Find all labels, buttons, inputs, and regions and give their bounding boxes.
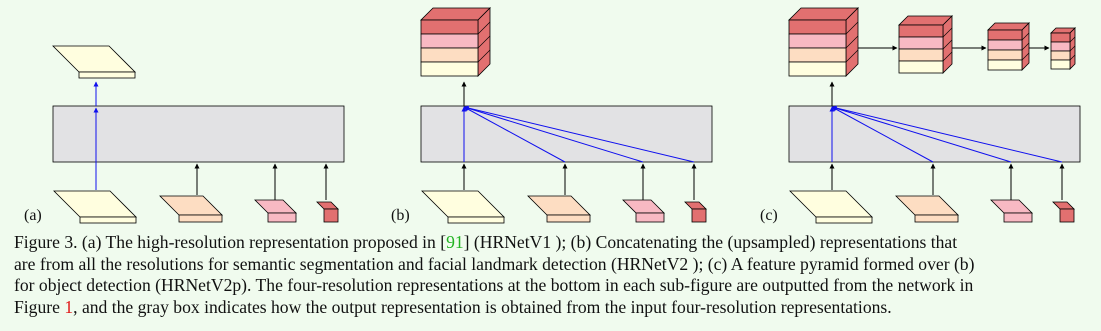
pyramid-level-4-layer-3: [1050, 50, 1071, 61]
gray-box-b: [420, 105, 713, 163]
pyramid-level-3-layer-2: [987, 39, 1023, 51]
caption-text-4a: Figure: [14, 296, 65, 317]
diagram-canvas: [52, 7, 1081, 224]
pyramid-level-4-layer-2: [1050, 41, 1071, 52]
hrnet-figure: (a) (b) (c): [24, 7, 1081, 224]
gray-box-a: [52, 105, 345, 163]
output-a-top: [52, 45, 136, 73]
pyramid-level-4-layer-4: [1050, 59, 1071, 70]
pyramid-level-2-layer-1: [898, 24, 944, 38]
citation-link-91[interactable]: 91: [446, 232, 464, 252]
input-lowest-res-top: [1052, 201, 1075, 210]
panel-c: [788, 7, 1081, 224]
input-mid-res-top: [159, 195, 223, 216]
pyramid-level-2-layer-3: [898, 48, 944, 62]
figure-caption: Figure 3. (a) The high-resolution repres…: [14, 232, 1088, 318]
pyramid-level-1-layer-1: [788, 19, 847, 35]
pyramid-level-3-layer-1: [987, 29, 1023, 41]
input-low-res-front: [635, 212, 665, 223]
input-mid-res-front: [178, 214, 223, 223]
pyramid-level-2-layer-2: [898, 36, 944, 50]
pyramid-level-2-layer-4: [898, 60, 944, 74]
pyramid-level-1-layer-2: [788, 33, 847, 49]
input-highest-res-top: [53, 190, 137, 218]
pyramid-level-1-layer-4: [788, 61, 847, 77]
panel-c-label: (c): [760, 207, 778, 224]
pyramid-level-4-layer-1: [1050, 32, 1071, 43]
caption-text-4b: , and the gray box indicates how the out…: [73, 296, 892, 317]
input-low-res-top: [254, 199, 297, 214]
input-low-res-top: [990, 199, 1033, 214]
input-low-res-top: [622, 199, 665, 214]
caption-text-1a: Figure 3. (a) The high-resolution repres…: [14, 232, 447, 252]
figure-link-1[interactable]: 1: [64, 296, 74, 317]
input-low-res-front: [1003, 212, 1033, 223]
input-highest-res-top: [421, 190, 505, 218]
input-highest-res-front: [447, 216, 505, 224]
panel-b: [420, 7, 713, 224]
panel-a: [52, 45, 345, 224]
output-b-layer-2: [420, 33, 479, 49]
caption-line-1: Figure 3. (a) The high-resolution repres…: [14, 232, 1088, 254]
arrow-b-fuse-low: [463, 105, 644, 163]
arrow-c-fuse-mid: [831, 106, 934, 163]
input-lowest-res-top: [684, 201, 707, 210]
input-mid-res-top: [527, 195, 591, 216]
output-a-front: [78, 71, 136, 79]
output-b-layer-4: [420, 61, 479, 77]
input-lowest-res-front: [323, 208, 339, 223]
output-b-layer-3: [420, 47, 479, 63]
caption-text-1b: ] (HRNetV1 ); (b) Concatenating the (ups…: [463, 232, 958, 252]
gray-box-c: [788, 105, 1081, 163]
caption-line-2: are from all the resolutions for semanti…: [14, 253, 975, 274]
pyramid-level-1-layer-3: [788, 47, 847, 63]
input-mid-res-front: [546, 214, 591, 223]
caption-line-4: Figure 1, and the gray box indicates how…: [14, 297, 1088, 319]
output-b-layer-1: [420, 19, 479, 35]
arrow-c-fuse-lowest: [831, 105, 1063, 163]
arrow-b-fuse-mid: [463, 106, 566, 163]
input-mid-res-front: [914, 214, 959, 223]
input-lowest-res-front: [1059, 208, 1075, 223]
input-lowest-res-front: [691, 208, 707, 223]
panel-a-label: (a): [24, 207, 42, 224]
arrow-b-fuse-lowest: [463, 105, 695, 163]
pyramid-level-3-layer-4: [987, 59, 1023, 71]
arrow-c-fuse-low: [831, 105, 1012, 163]
input-highest-res-top: [789, 190, 873, 218]
input-highest-res-front: [79, 216, 137, 224]
input-mid-res-top: [895, 195, 959, 216]
input-highest-res-front: [815, 216, 873, 224]
panel-b-label: (b): [391, 207, 410, 224]
input-lowest-res-top: [316, 201, 339, 210]
caption-line-3: for object detection (HRNetV2p). The fou…: [14, 275, 974, 295]
pyramid-level-3-layer-3: [987, 49, 1023, 61]
input-low-res-front: [267, 212, 297, 223]
